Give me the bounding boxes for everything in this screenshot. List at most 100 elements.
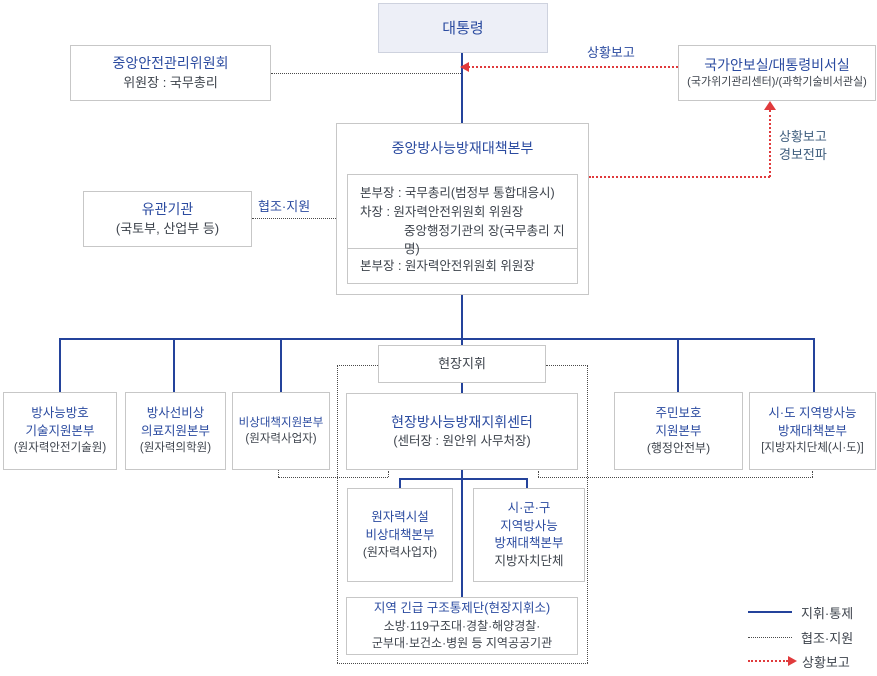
resident-protection-line2: 지원본부 — [655, 423, 702, 438]
cooperation-support-label: 협조·지원 — [258, 199, 311, 214]
related-org-name: 유관기관 — [141, 201, 194, 218]
field-center-name: 현장방사능방재지휘센터 — [391, 413, 533, 430]
medical-support-box: 방사선비상 의료지원본부 (원자력의학원) — [125, 392, 226, 470]
line-onsite-to-center — [461, 383, 463, 393]
medical-support-line1: 방사선비상 — [146, 406, 205, 421]
onsite-command-title: 현장지휘 — [438, 355, 486, 371]
line-drop-resident — [677, 338, 679, 392]
rescue-control-box: 지역 긴급 구조통제단(현장지휘소) 소방·119구조대·경찰·해양경찰· 군부… — [346, 597, 578, 655]
hq-staff-line3: 중앙행정기관의 장(국무총리 지명) — [404, 223, 565, 257]
arrow-left-icon — [460, 62, 469, 72]
red-report-top — [468, 66, 678, 68]
resident-protection-line1: 주민보호 — [655, 406, 702, 421]
line-drop-sido — [813, 338, 815, 392]
sido-hq-line2: 방재대책본부 — [777, 423, 847, 438]
dotted-support-right — [538, 477, 813, 478]
dotted-tick-sido — [812, 471, 813, 477]
line-drop-medical — [173, 338, 175, 392]
dotted-frame-left — [337, 365, 338, 663]
legend-solid-line-icon — [748, 611, 792, 613]
sido-hq-org: [지방자치단체(시·도)] — [761, 442, 864, 455]
tech-support-line2: 기술지원본부 — [25, 423, 95, 438]
dotted-tick-emergency — [278, 470, 279, 477]
line-hq-to-onsite — [461, 295, 463, 345]
situation-report-right-label1: 상황보고 — [779, 129, 827, 144]
central-safety-committee-box: 중앙안전관리위원회 위원장 : 국무총리 — [70, 45, 271, 101]
facility-hq-org: (원자력사업자) — [362, 545, 438, 560]
central-hq-title: 중앙방사능방재대책본부 — [391, 140, 534, 157]
rescue-control-line2: 소방·119구조대·경찰·해양경찰· — [383, 618, 541, 633]
sigungu-hq-org: 지방자치단체 — [494, 553, 564, 568]
dotted-tick-sigungu — [538, 471, 539, 477]
tech-support-box: 방사능방호 기술지원본부 (원자력안전기술원) — [3, 392, 117, 470]
dotted-frame-bottom — [337, 663, 588, 664]
legend-dotted-line-icon — [748, 636, 792, 638]
field-center-sub: (센터장 : 원안위 사무처장) — [393, 433, 531, 448]
resident-protection-org: (행정안전부) — [646, 441, 711, 456]
committee-chair: 위원장 : 국무총리 — [123, 74, 218, 90]
legend-cooperation: 협조·지원 — [748, 629, 876, 646]
hq-staff-line1: 본부장 : 국무총리(범정부 통합대응시) — [360, 186, 555, 200]
red-report-h — [589, 176, 770, 178]
line-drop-sigungu — [526, 478, 528, 488]
president-box: 대통령 — [378, 3, 548, 53]
hq-staff-line2: 차장 : 원자력안전위원회 위원장 — [360, 204, 524, 219]
arrow-up-icon — [764, 101, 776, 110]
dotted-onsite-right — [546, 365, 588, 366]
dotted-frame-right — [587, 365, 588, 663]
hq-staff-line4: 본부장 : 원자력안전위원회 위원장 — [360, 259, 535, 273]
dotted-support-left — [278, 477, 388, 478]
dotted-onsite-left — [337, 365, 378, 366]
field-center-box: 현장방사능방재지휘센터 (센터장 : 원안위 사무처장) — [346, 393, 578, 470]
security-office-sub: (국가위기관리센터)/(과학기술비서관실) — [687, 76, 867, 89]
red-report-v — [769, 110, 771, 177]
legend-report: 상황보고 — [748, 653, 876, 670]
security-office-name: 국가안보실/대통령비서실 — [704, 56, 850, 73]
committee-name: 중앙안전관리위원회 — [112, 55, 229, 72]
national-security-office-box: 국가안보실/대통령비서실 (국가위기관리센터)/(과학기술비서관실) — [678, 45, 876, 101]
line-sub-bracket — [400, 478, 527, 480]
emergency-support-box: 비상대책지원본부 (원자력사업자) — [232, 392, 330, 470]
sigungu-hq-line1: 시·군·구 — [507, 501, 551, 515]
rescue-control-title: 지역 긴급 구조통제단(현장지휘소) — [373, 601, 551, 616]
dotted-committee-link — [271, 73, 461, 74]
line-drop-facility — [399, 478, 401, 488]
facility-hq-line2: 비상대책본부 — [365, 527, 435, 542]
central-hq-staff-bottom: 본부장 : 원자력안전위원회 위원장 — [348, 248, 577, 276]
line-president-to-hq — [461, 53, 463, 123]
related-org-sub: (국토부, 산업부 등) — [115, 220, 220, 236]
onsite-command-box: 현장지휘 — [378, 345, 546, 383]
dotted-related-link — [252, 218, 336, 219]
legend-command: 지휘·통제 — [748, 604, 876, 621]
central-hq-staff-panel: 본부장 : 국무총리(범정부 통합대응시) 차장 : 원자력안전위원회 위원장 … — [347, 174, 578, 284]
related-org-box: 유관기관 (국토부, 산업부 등) — [83, 191, 252, 247]
medical-support-org: (원자력의학원) — [139, 442, 212, 455]
emergency-support-line1: 비상대책지원본부 — [238, 416, 324, 429]
line-drop-emergency — [280, 338, 282, 392]
situation-report-top-label: 상황보고 — [587, 45, 635, 60]
rescue-control-line3: 군부대·보건소·병원 등 지역공공기관 — [371, 635, 553, 650]
situation-report-right-label2: 경보전파 — [779, 147, 827, 162]
line-spine — [60, 338, 814, 340]
sido-hq-line1: 시·도 지역방사능 — [768, 406, 857, 421]
sido-hq-box: 시·도 지역방사능 방재대책본부 [지방자치단체(시·도)] — [749, 392, 876, 470]
central-hq-box: 중앙방사능방재대책본부 본부장 : 국무총리(범정부 통합대응시) 차장 : 원… — [336, 123, 589, 295]
sigungu-hq-line2: 지역방사능 — [500, 518, 558, 533]
president-title: 대통령 — [442, 19, 484, 37]
arrow-right-icon — [788, 656, 797, 666]
sigungu-hq-line3: 방재대책본부 — [494, 536, 564, 550]
medical-support-line2: 의료지원본부 — [140, 423, 210, 438]
sigungu-hq-box: 시·군·구 지역방사능 방재대책본부 지방자치단체 — [473, 488, 585, 582]
legend-cooperation-label: 협조·지원 — [801, 630, 854, 646]
line-drop-tech — [59, 338, 61, 392]
facility-hq-line1: 원자력시설 — [371, 510, 429, 525]
line-center-to-rescue — [461, 470, 463, 597]
facility-hq-box: 원자력시설 비상대책본부 (원자력사업자) — [347, 488, 453, 582]
legend-command-label: 지휘·통제 — [801, 605, 854, 621]
tech-support-line1: 방사능방호 — [31, 406, 89, 421]
tech-support-org: (원자력안전기술원) — [13, 442, 107, 455]
resident-protection-box: 주민보호 지원본부 (행정안전부) — [614, 392, 743, 470]
dotted-tick-facility — [388, 471, 389, 477]
legend-report-label: 상황보고 — [802, 654, 850, 670]
